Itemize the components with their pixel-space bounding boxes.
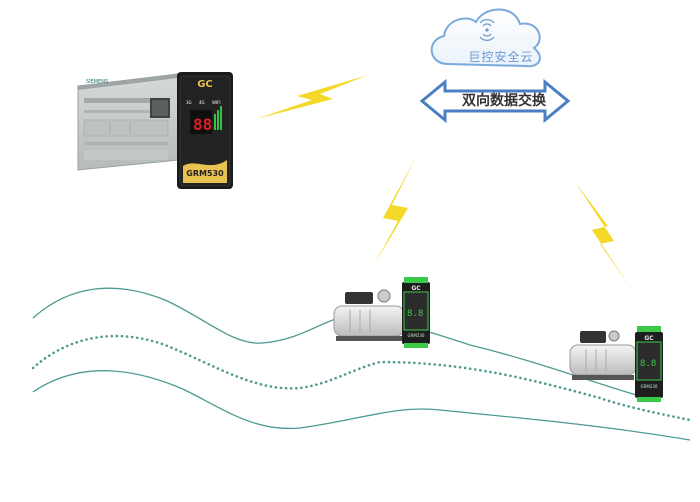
cloud-label: 巨控安全云: [468, 50, 534, 64]
lightning-bolt-icon: [374, 157, 416, 265]
gateway-grm530: 88: [177, 72, 233, 189]
signal-label-4g: 4G: [199, 100, 205, 105]
cloud-icon: [430, 8, 541, 68]
svg-text:88: 88: [193, 115, 212, 134]
data-exchange-label: 双向数据交换: [462, 93, 546, 109]
plc-brand-label: SIEMENS: [86, 79, 109, 85]
signal-label-3g: 3G: [186, 100, 192, 105]
gateway-grm230: 8.8: [635, 326, 663, 402]
signal-label-wifi: WIFI: [212, 100, 221, 105]
wifi-signal-icon: [479, 19, 495, 41]
terrain-line-lower: [32, 370, 691, 441]
vacuum-pump: [333, 289, 405, 341]
svg-text:8.8: 8.8: [407, 309, 423, 319]
vacuum-pump: [569, 330, 637, 380]
gateway-model-label: GRM530: [186, 169, 224, 178]
gateway-model-label: GRM230: [407, 333, 425, 338]
gateway-logo: GC: [411, 285, 421, 292]
gateway-logo: GC: [197, 79, 213, 90]
gateway-logo: GC: [644, 335, 654, 342]
gateway-model-label: GRM230: [640, 384, 658, 389]
bidirectional-arrow-icon: [419, 78, 571, 124]
lightning-bolt-icon: [256, 75, 368, 119]
gateway-grm230: 8.8: [402, 277, 430, 348]
plc-controller: [77, 73, 179, 171]
lightning-bolt-icon: [575, 182, 632, 290]
terrain-line-upper: [32, 287, 641, 397]
terrain-line-dotted: [31, 334, 692, 422]
svg-text:8.8: 8.8: [640, 359, 656, 369]
